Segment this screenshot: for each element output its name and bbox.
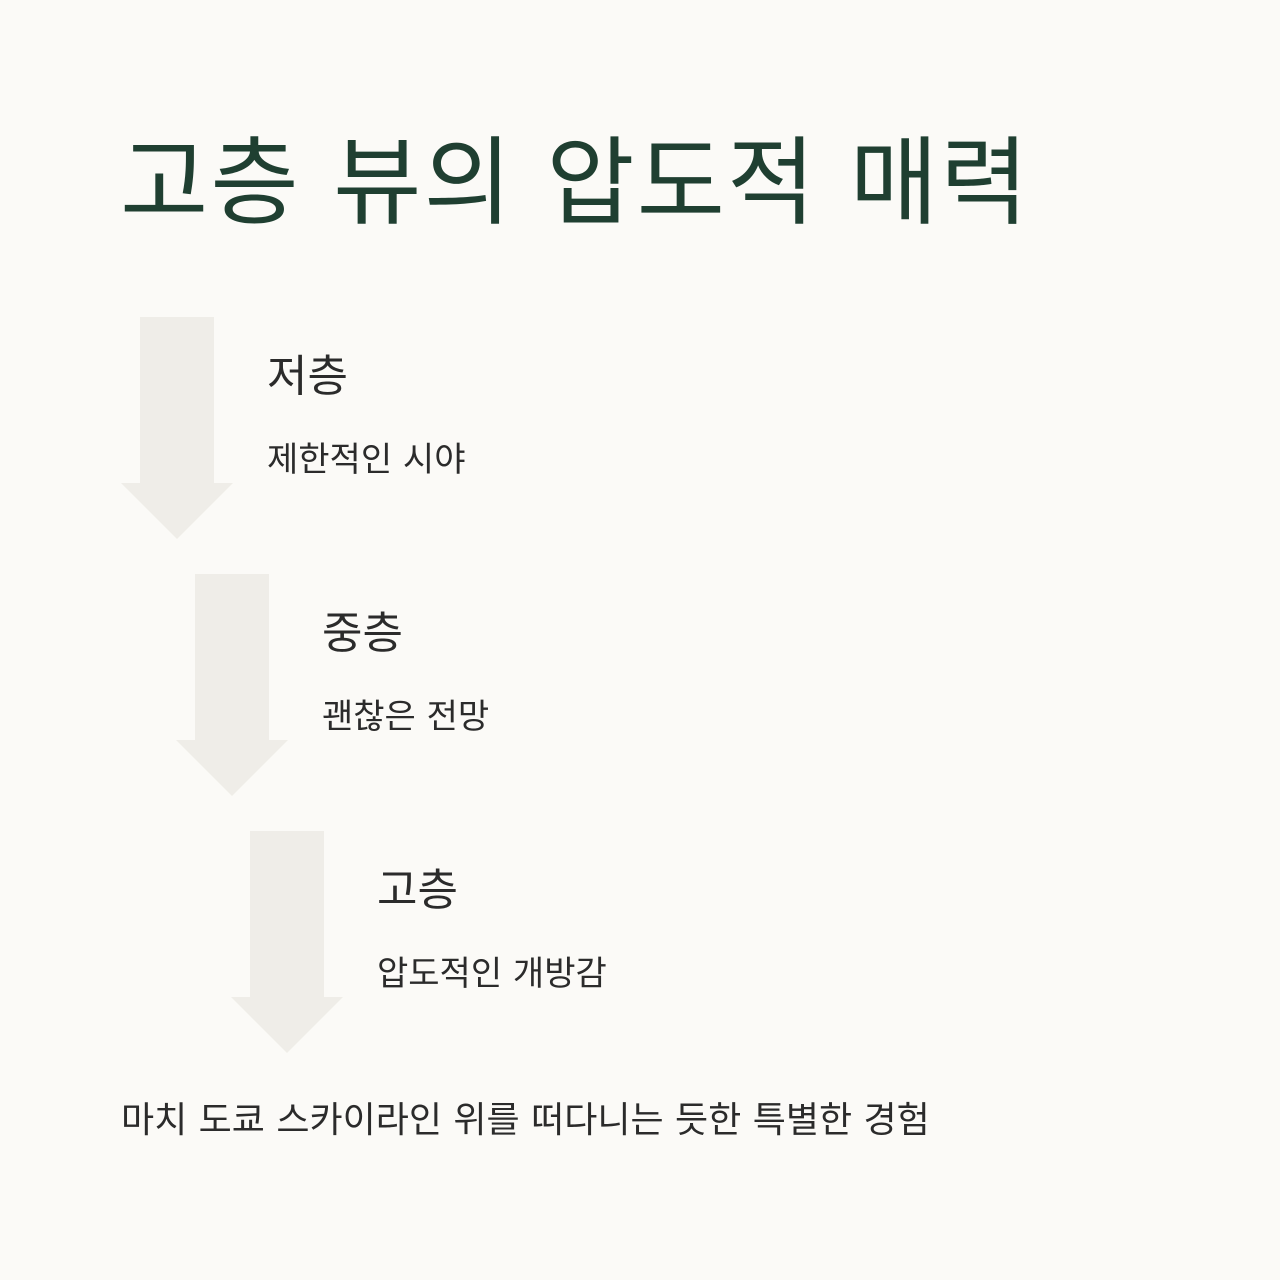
step-name: 저층 xyxy=(267,351,348,402)
step-description: 압도적인 개방감 xyxy=(377,954,607,994)
footer-caption: 마치 도쿄 스카이라인 위를 떠다니는 듯한 특별한 경험 xyxy=(121,1100,930,1141)
step-name: 중층 xyxy=(322,608,403,659)
arrow-down-icon xyxy=(176,574,288,796)
page-title: 고층 뷰의 압도적 매력 xyxy=(120,127,1031,239)
arrow-down-icon xyxy=(231,831,343,1053)
step-description: 괜찮은 전망 xyxy=(322,697,490,737)
step-high-floor: 고층 압도적인 개방감 xyxy=(231,831,1131,1061)
step-low-floor: 저층 제한적인 시야 xyxy=(121,317,1021,547)
step-mid-floor: 중층 괜찮은 전망 xyxy=(176,574,1076,804)
arrow-down-icon xyxy=(121,317,233,539)
step-description: 제한적인 시야 xyxy=(267,440,466,480)
step-name: 고층 xyxy=(377,865,458,916)
